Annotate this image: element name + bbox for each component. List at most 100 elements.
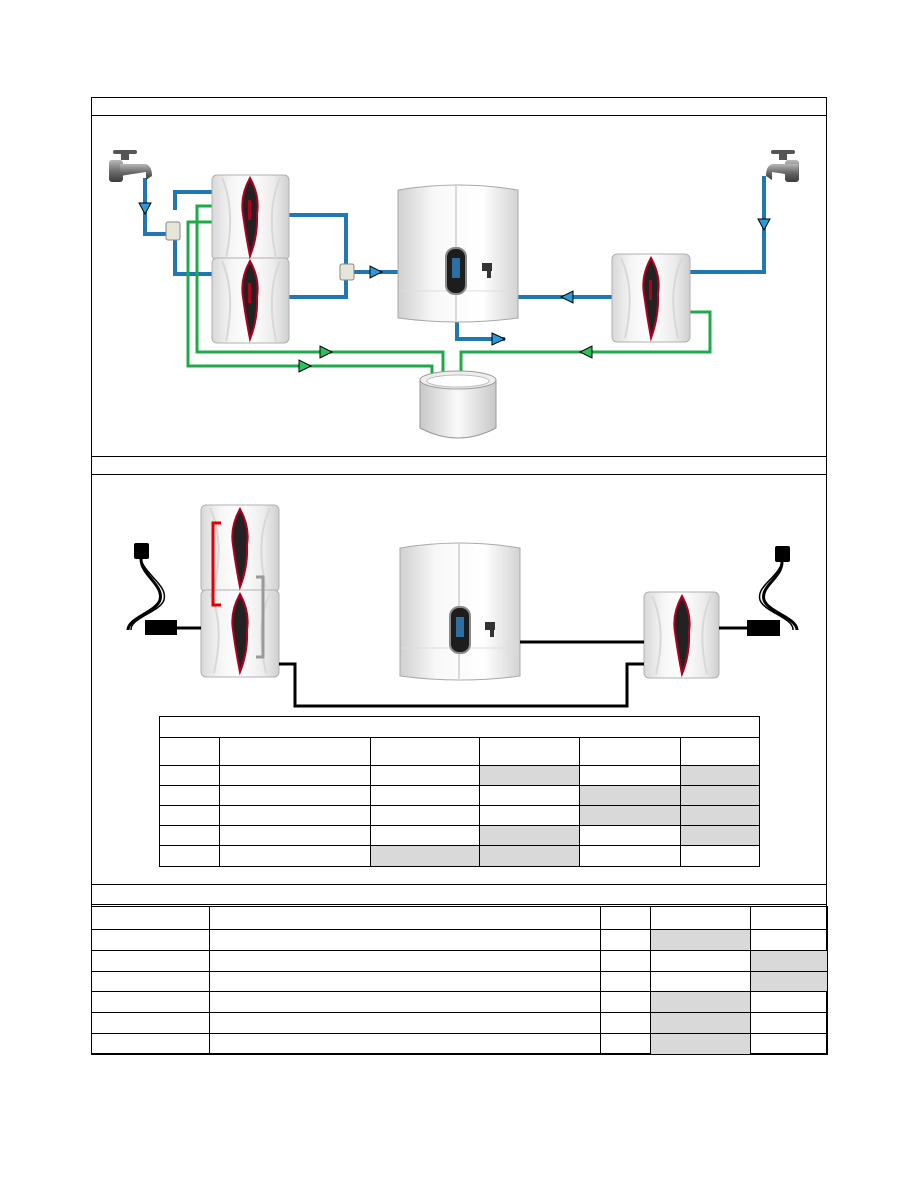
table-header-cell: [579, 737, 681, 766]
table-header-cell: [600, 906, 651, 930]
table-cell: [159, 825, 220, 846]
table-cell-shaded: [650, 1012, 751, 1034]
table-cell: [91, 971, 210, 992]
table-header-cell: [219, 737, 371, 766]
table-cell: [91, 1033, 210, 1055]
table-cell: [750, 929, 828, 951]
table-cell-shaded: [750, 971, 828, 992]
table-cell-shaded: [479, 845, 580, 867]
table-header-cell: [370, 737, 480, 766]
table-cell: [370, 825, 480, 846]
storage-reservoir: [397, 184, 519, 323]
table-cell: [209, 929, 601, 951]
table-cell: [370, 785, 480, 806]
table-cell-shaded: [479, 825, 580, 846]
table-cell: [159, 785, 220, 806]
table-header-cell: [91, 906, 210, 930]
return-water-pipes: [186, 204, 712, 378]
table-cell-shaded: [650, 1033, 751, 1055]
drain-container: [419, 370, 497, 439]
grey-bracket: [256, 575, 265, 659]
table-header-cell: [679, 737, 761, 766]
table-cell: [219, 845, 371, 867]
table-cell-shaded: [479, 765, 580, 786]
table-cell: [159, 765, 220, 786]
power-supply-icon: [719, 620, 780, 636]
purification-unit-single: [611, 253, 691, 343]
table-cell: [750, 991, 828, 1013]
table-cell: [219, 805, 371, 826]
table-cell-shaded: [679, 825, 761, 846]
table-cell: [209, 971, 601, 992]
table-cell: [600, 929, 651, 951]
table-cell: [209, 1033, 601, 1055]
electrical-header-divider: [91, 474, 827, 475]
table-cell: [600, 1033, 651, 1055]
table-cell: [370, 805, 480, 826]
table-cell: [750, 1033, 828, 1055]
table-header-cell: [209, 906, 601, 930]
plumbing-header-divider: [91, 115, 827, 116]
table-cell: [479, 785, 580, 806]
table-cell-shaded: [579, 805, 681, 826]
table-header-cell: [750, 906, 828, 930]
table-cell: [91, 950, 210, 972]
table-cell: [209, 950, 601, 972]
table-header-cell: [159, 737, 220, 766]
table-cell: [479, 805, 580, 826]
table-cell: [91, 991, 210, 1013]
power-supply-icon: [145, 620, 201, 635]
table-cell: [91, 1012, 210, 1034]
electrical-section-bottom: [91, 884, 827, 885]
power-plug-icon: [758, 546, 799, 631]
table-cell: [579, 845, 681, 867]
table-header-cell: [650, 906, 751, 930]
table-cell-shaded: [650, 991, 751, 1013]
table-cell-shaded: [679, 805, 761, 826]
table-cell: [579, 765, 681, 786]
bottom-header-divider: [91, 904, 827, 905]
purification-unit-stack: [211, 174, 290, 344]
table-cell: [600, 971, 651, 992]
red-bracket: [211, 521, 221, 607]
table-cell: [579, 825, 681, 846]
table-header-cell: [479, 737, 580, 766]
table-cell: [370, 765, 480, 786]
electrical-unit-single: [643, 591, 720, 679]
table-cell: [600, 950, 651, 972]
table-cell-shaded: [679, 765, 761, 786]
electrical-unit-stack: [200, 504, 280, 678]
table-cell: [600, 1012, 651, 1034]
table-cell-shaded: [370, 845, 480, 867]
table-cell-shaded: [579, 785, 681, 806]
table-cell: [650, 950, 751, 972]
table-cell-shaded: [650, 929, 751, 951]
table-cell: [650, 971, 751, 992]
return-flow-arrow-icon: [298, 345, 593, 373]
communication-cables: [279, 640, 644, 708]
tee-fitting-icon: [165, 221, 355, 281]
tap-icon: [109, 150, 152, 182]
electrical-table-title: [158, 716, 761, 738]
table-cell-shaded: [750, 950, 828, 972]
table-cell: [219, 825, 371, 846]
table-cell: [750, 1012, 828, 1034]
electrical-connection-table: [158, 716, 761, 867]
flow-arrow-icon: [138, 202, 771, 346]
table-cell: [159, 805, 220, 826]
table-cell: [219, 785, 371, 806]
configuration-table: [91, 906, 828, 1055]
feed-water-pipes: [143, 176, 766, 341]
table-cell: [209, 991, 601, 1013]
power-plug-icon: [126, 543, 166, 631]
table-cell: [209, 1012, 601, 1034]
table-cell: [600, 991, 651, 1013]
table-cell: [91, 929, 210, 951]
table-cell: [219, 765, 371, 786]
electrical-storage-reservoir: [399, 542, 521, 681]
plumbing-section-bottom: [91, 456, 827, 457]
table-cell-shaded: [679, 785, 761, 806]
table-cell: [679, 845, 761, 867]
tap-icon: [766, 150, 799, 182]
